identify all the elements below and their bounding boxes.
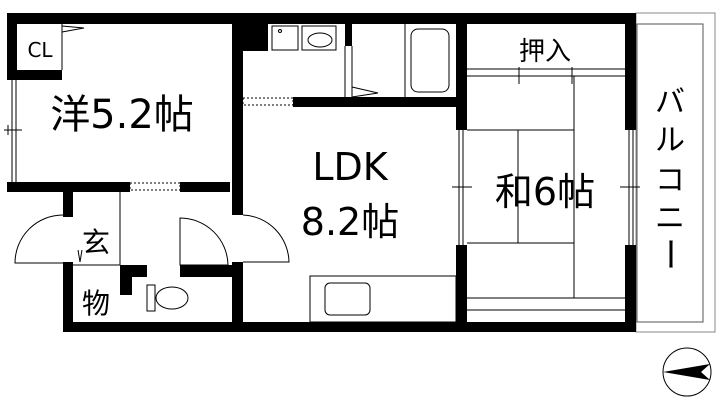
svg-text:コ: コ (655, 163, 685, 198)
closet-label: CL (27, 38, 53, 62)
entrance-label: 玄 (82, 226, 110, 259)
ldk-size-label: 8.2帖 (301, 200, 399, 244)
sink-icon (301, 25, 337, 51)
svg-text:ル: ル (655, 123, 685, 158)
japanese-room-label: 和6帖 (495, 170, 595, 214)
svg-text:ー: ー (649, 237, 689, 271)
balcony-label: バ ル コ ニ ー (649, 85, 689, 271)
storage-label: 物 (82, 287, 110, 320)
walls (7, 13, 636, 332)
north-arrow-icon (662, 347, 712, 397)
svg-text:バ: バ (655, 85, 685, 120)
kitchen-sink-icon (324, 282, 371, 316)
balcony (635, 12, 716, 333)
bathtub-icon (410, 28, 450, 93)
western-room-label: 洋5.2帖 (50, 92, 194, 138)
ldk-label: LDK (312, 145, 388, 189)
toilet-icon (155, 286, 189, 310)
fixtures (4, 24, 640, 323)
oshiire-label: 押入 (519, 37, 571, 67)
svg-text:ニ: ニ (655, 201, 685, 236)
